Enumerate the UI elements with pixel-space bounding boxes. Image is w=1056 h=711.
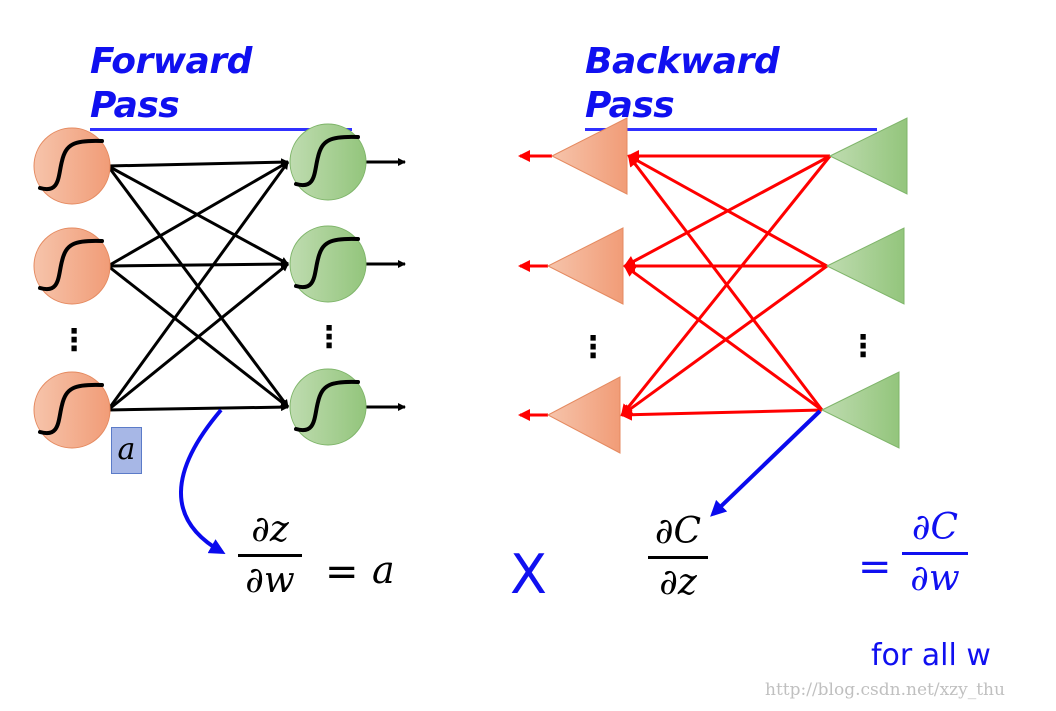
backward-edge [620, 408, 823, 421]
sigmoid-icon [38, 382, 104, 436]
fraction-bar [648, 556, 708, 559]
backward-pass-title: Backward Pass [585, 40, 877, 131]
forward-equals-sign: = [325, 549, 359, 595]
forward-edge [107, 158, 289, 168]
dC-dw-fraction: ∂C ∂w [902, 508, 968, 599]
forward-edges [106, 158, 406, 412]
dz-denominator: ∂z [659, 562, 697, 603]
backward-edge [623, 264, 823, 412]
watermark: http://blog.csdn.net/xzy_thu [765, 680, 1005, 700]
forward-pass-title: Forward Pass [90, 40, 352, 131]
backward-nodes [546, 117, 908, 454]
dC-numerator: ∂C [911, 507, 959, 548]
forward-edge [106, 161, 290, 411]
forward-edge [107, 260, 289, 269]
ellipsis-forward-output: ⋮ [314, 320, 344, 355]
activation-label: a [111, 427, 142, 474]
sigmoid-icon [294, 134, 360, 188]
dw-denominator: ∂w [245, 560, 295, 601]
for-all-w-note: for all w [871, 638, 991, 673]
backward-edges [518, 150, 832, 421]
forward-rhs-a: a [372, 548, 395, 592]
backward-edge [627, 154, 824, 411]
ellipsis-backward-output: ⋮ [848, 329, 878, 364]
backward-input-triangle [546, 376, 621, 454]
forward-annotation-arrow [179, 408, 226, 554]
backward-input-triangle [550, 117, 628, 195]
backward-edge [627, 154, 828, 268]
dz-dw-fraction: ∂z ∂w [238, 510, 302, 601]
forward-edge [107, 403, 289, 412]
fraction-bar [238, 554, 302, 557]
result-equals-sign: = [858, 544, 892, 590]
dw-denominator: ∂w [910, 558, 960, 599]
backward-input-triangle [546, 227, 624, 305]
dC-numerator: ∂C [654, 511, 702, 552]
backward-output-triangle [820, 371, 900, 449]
multiply-operator: X [510, 543, 547, 606]
dz-numerator: ∂z [251, 509, 289, 550]
dC-dz-fraction: ∂C ∂z [648, 512, 708, 603]
sigmoid-icon [294, 379, 360, 433]
sigmoid-icon [38, 138, 104, 192]
backward-output-triangle [828, 117, 908, 195]
ellipsis-backward-input: ⋮ [578, 330, 608, 365]
backward-annotation-arrow [710, 409, 822, 517]
sigmoid-icon [38, 238, 104, 292]
forward-edge [107, 262, 289, 412]
backward-output-triangle [825, 227, 905, 305]
sigmoid-icon [294, 236, 360, 290]
ellipsis-forward-input: ⋮ [59, 323, 89, 358]
forward-edge [107, 160, 289, 268]
forward-nodes [33, 123, 367, 449]
fraction-bar [902, 552, 968, 555]
